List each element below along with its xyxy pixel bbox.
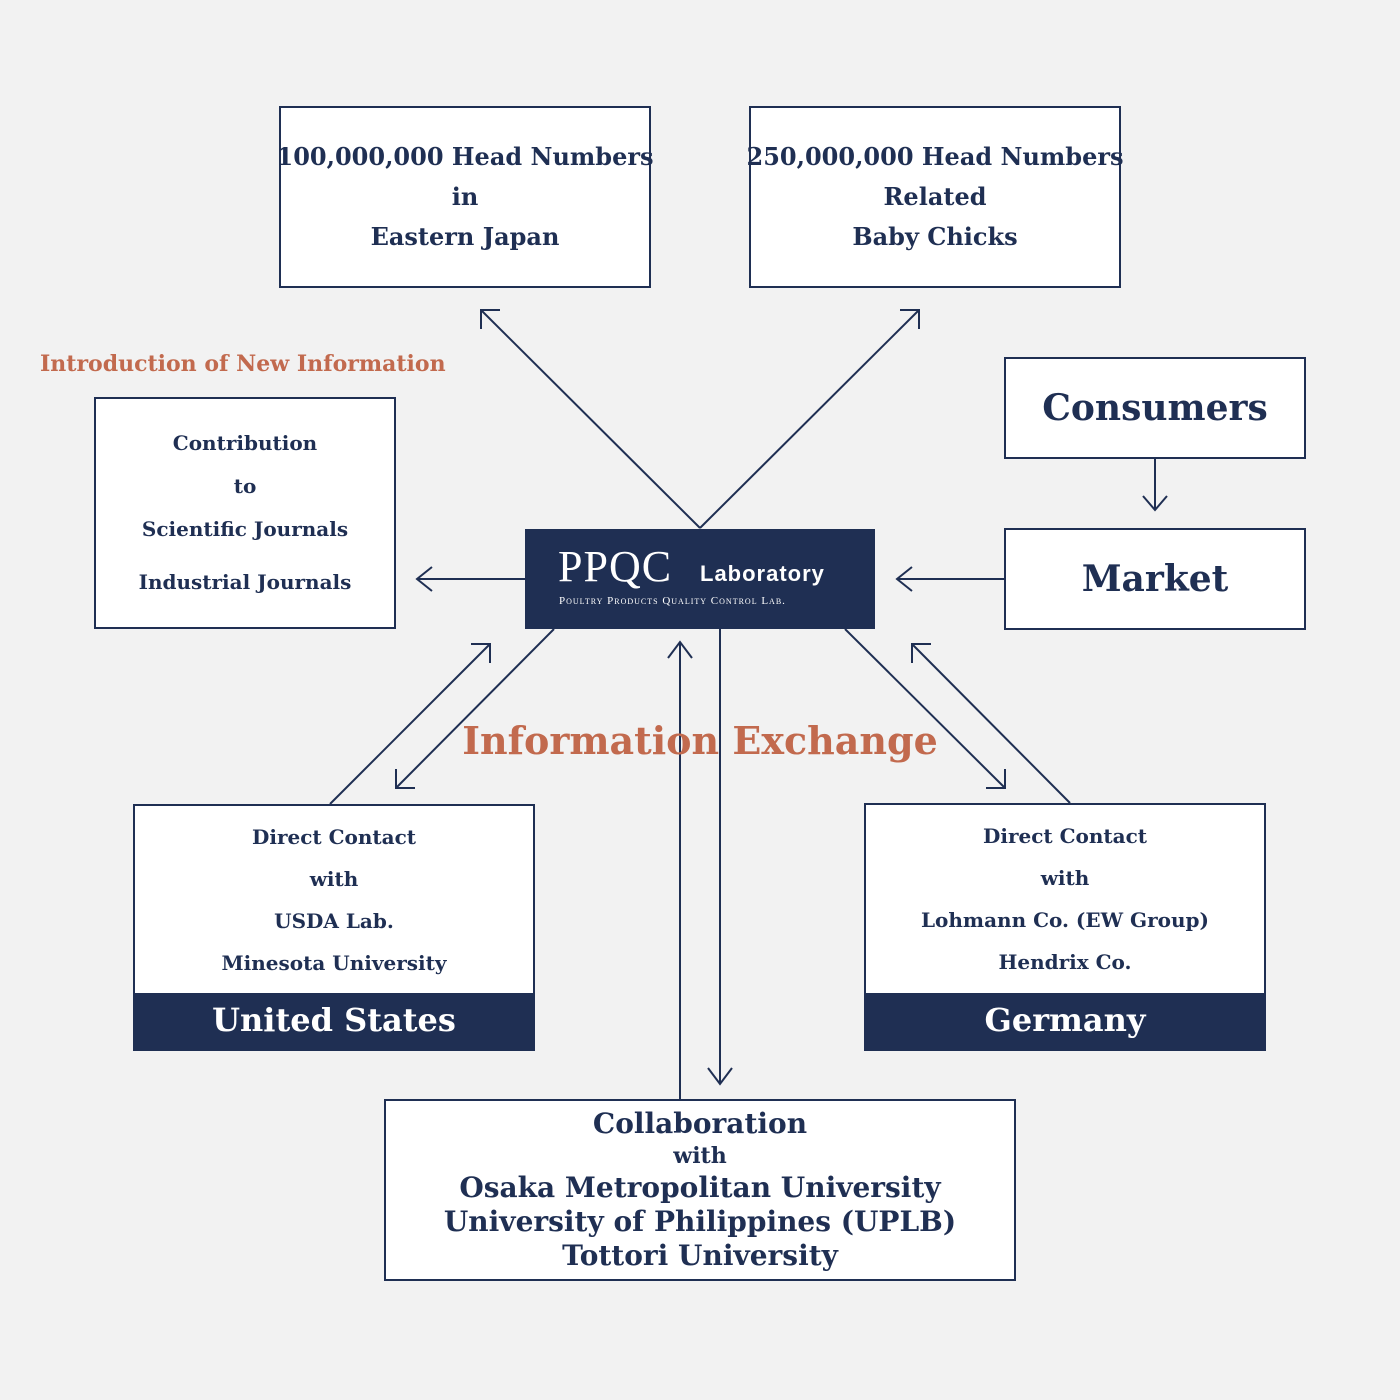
arrow-us-to-ppqc <box>329 643 491 805</box>
box-line: University of Philippines (UPLB) <box>443 1205 957 1238</box>
collaboration-box: Collaboration with Osaka Metropolitan Un… <box>384 1099 1016 1281</box>
arrowhead <box>415 566 433 592</box>
arrowhead <box>667 640 693 659</box>
ppqc-laboratory-logo: PPQC Laboratory Poultry Products Quality… <box>525 529 875 629</box>
country-label-germany: Germany <box>866 993 1264 1049</box>
arrowhead <box>707 1067 733 1086</box>
ppqc-laboratory-word: Laboratory <box>700 561 825 586</box>
consumers-label: Consumers <box>1042 387 1268 429</box>
arrowhead <box>480 309 500 329</box>
box-line: Tottori University <box>562 1239 838 1272</box>
arrow-germany-to-ppqc <box>911 643 1071 804</box>
box-line: with <box>309 866 359 891</box>
box-line: to <box>233 474 257 498</box>
box-line: Contribution <box>172 431 318 455</box>
country-label-united-states: United States <box>135 993 533 1049</box>
box-line: with <box>1040 866 1090 890</box>
box-line: Scientific Journals <box>141 517 349 541</box>
arrow-ppqc-to-us <box>395 628 555 789</box>
box-line: Minesota University <box>221 950 447 975</box>
box-line: Lohmann Co. (EW Group) <box>920 908 1210 932</box>
baby-chicks-head-numbers-box: 250,000,000 Head Numbers Related Baby Ch… <box>746 106 1124 288</box>
ppqc-mark: PPQC <box>558 542 673 591</box>
box-line: Collaboration <box>592 1107 808 1140</box>
germany-contacts: Direct Contact with Lohmann Co. (EW Grou… <box>866 805 1264 993</box>
arrowhead <box>911 643 931 663</box>
arrowhead <box>986 769 1006 789</box>
arrowhead <box>900 309 920 329</box>
market-box: Market <box>1004 528 1306 630</box>
box-line: Hendrix Co. <box>998 950 1132 974</box>
arrowhead <box>895 566 913 592</box>
arrowhead <box>1142 495 1168 512</box>
arrow-to-eastern-japan <box>480 309 701 529</box>
consumers-box: Consumers <box>1004 357 1306 459</box>
box-line: 100,000,000 Head Numbers <box>276 142 654 171</box>
box-line: with <box>673 1143 727 1169</box>
box-line: Direct Contact <box>983 824 1147 848</box>
eastern-japan-head-numbers-box: 100,000,000 Head Numbers in Eastern Japa… <box>276 106 654 288</box>
united-states-contacts: Direct Contact with USDA Lab. Minesota U… <box>135 806 533 993</box>
arrowhead <box>471 643 491 663</box>
journals-box: Contribution to Scientific Journals Indu… <box>94 397 396 629</box>
information-exchange-label: Information Exchange <box>462 718 938 763</box>
box-line: USDA Lab. <box>274 908 394 933</box>
box-line: in <box>451 182 479 211</box>
arrow-to-baby-chicks <box>699 309 920 529</box>
box-line: Baby Chicks <box>852 222 1018 251</box>
box-line: Related <box>883 182 987 211</box>
arrowhead <box>395 769 415 789</box>
box-line: Direct Contact <box>252 824 416 849</box>
box-line: Osaka Metropolitan University <box>459 1171 941 1204</box>
germany-box: Direct Contact with Lohmann Co. (EW Grou… <box>864 803 1266 1051</box>
ppqc-subtitle: Poultry Products Quality Control Lab. <box>559 595 786 607</box>
box-line: Eastern Japan <box>370 222 560 251</box>
market-label: Market <box>1081 558 1229 600</box>
united-states-box: Direct Contact with USDA Lab. Minesota U… <box>133 804 535 1051</box>
arrow-ppqc-to-germany <box>844 628 1006 789</box>
introduction-label: Introduction of New Information <box>40 351 446 377</box>
box-line: Industrial Journals <box>138 570 352 594</box>
box-line: 250,000,000 Head Numbers <box>746 142 1124 171</box>
